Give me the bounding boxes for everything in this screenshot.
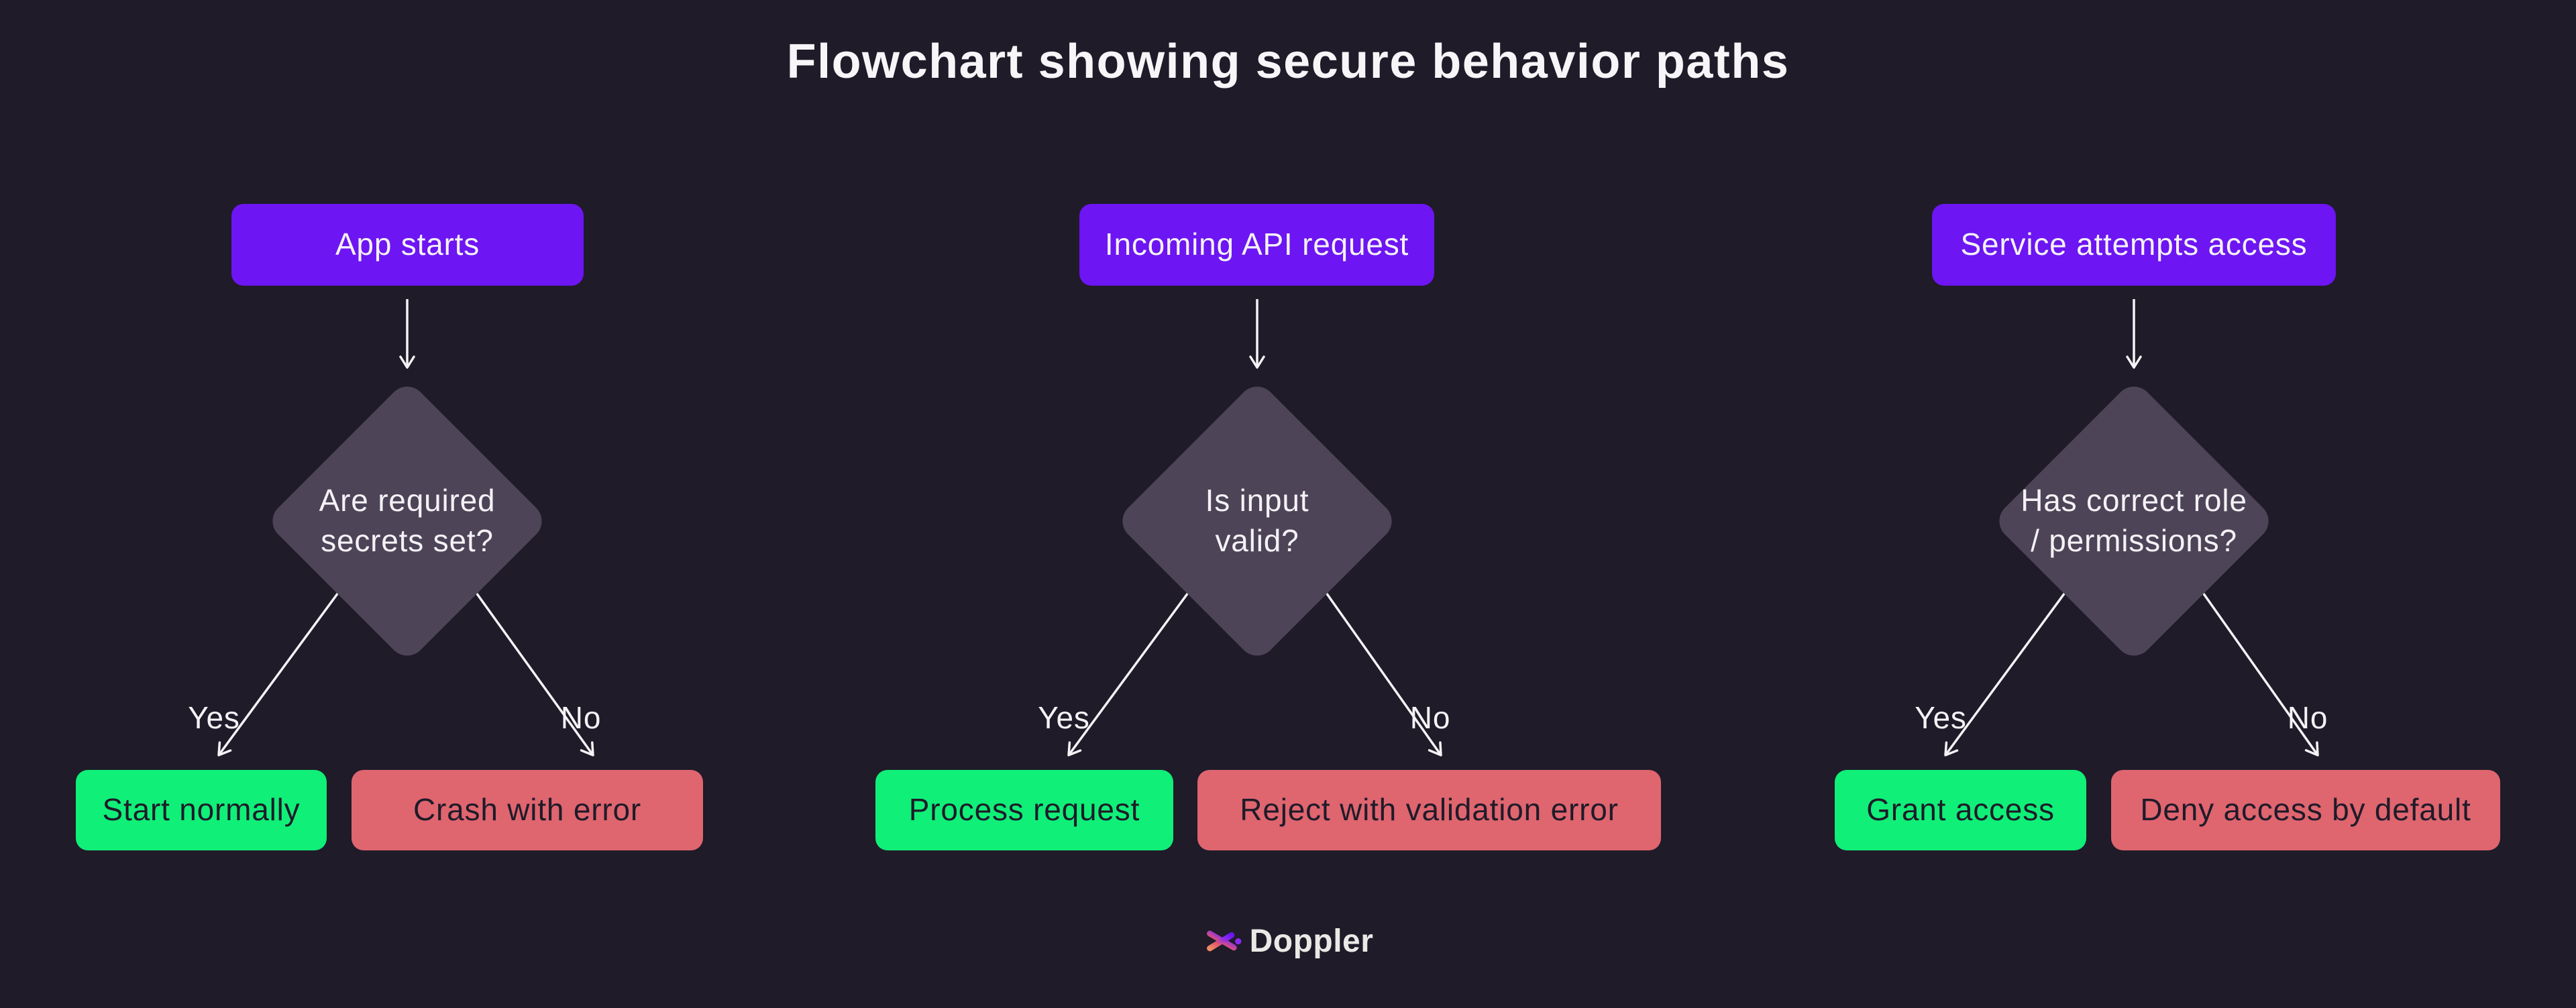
outcome-node-crash-with-error: Crash with error — [352, 770, 703, 850]
outcome-node-start-normally: Start normally — [76, 770, 327, 850]
outcome-node-process-request: Process request — [875, 770, 1173, 850]
outcome-node-label: Crash with error — [413, 792, 641, 828]
page-title: Flowchart showing secure behavior paths — [786, 35, 1790, 89]
start-node-app-starts: App starts — [231, 204, 584, 286]
outcome-node-label: Grant access — [1866, 792, 2055, 828]
decision-node-label: Is input valid? — [1205, 483, 1309, 558]
doppler-logo-icon — [1206, 923, 1241, 958]
start-node-service-attempts-access: Service attempts access — [1932, 204, 2336, 286]
outcome-node-label: Reject with validation error — [1240, 792, 1619, 828]
outcome-node-label: Process request — [908, 792, 1140, 828]
start-node-label: App starts — [335, 227, 480, 262]
outcome-node-label: Start normally — [102, 792, 301, 828]
no-branch-label: No — [560, 700, 602, 735]
footer-brand: Doppler — [0, 921, 2576, 960]
decision-node-label: Has correct role / permissions? — [2021, 483, 2247, 558]
no-branch-label: No — [2287, 700, 2328, 735]
outcome-node-deny-access-by-default: Deny access by default — [2111, 770, 2500, 850]
yes-branch-label: Yes — [1915, 700, 1967, 735]
start-node-label: Incoming API request — [1104, 227, 1409, 262]
decision-node-label: Are required secrets set? — [319, 483, 496, 558]
outcome-node-grant-access: Grant access — [1835, 770, 2086, 850]
outcome-node-label: Deny access by default — [2140, 792, 2471, 828]
yes-branch-label: Yes — [188, 700, 240, 735]
no-branch-label: No — [1409, 700, 1451, 735]
yes-branch-label: Yes — [1038, 700, 1090, 735]
doppler-wordmark: Doppler — [1249, 923, 1374, 959]
start-node-label: Service attempts access — [1960, 227, 2308, 262]
outcome-node-reject-with-validation-error: Reject with validation error — [1197, 770, 1661, 850]
start-node-incoming-api-request: Incoming API request — [1079, 204, 1434, 286]
